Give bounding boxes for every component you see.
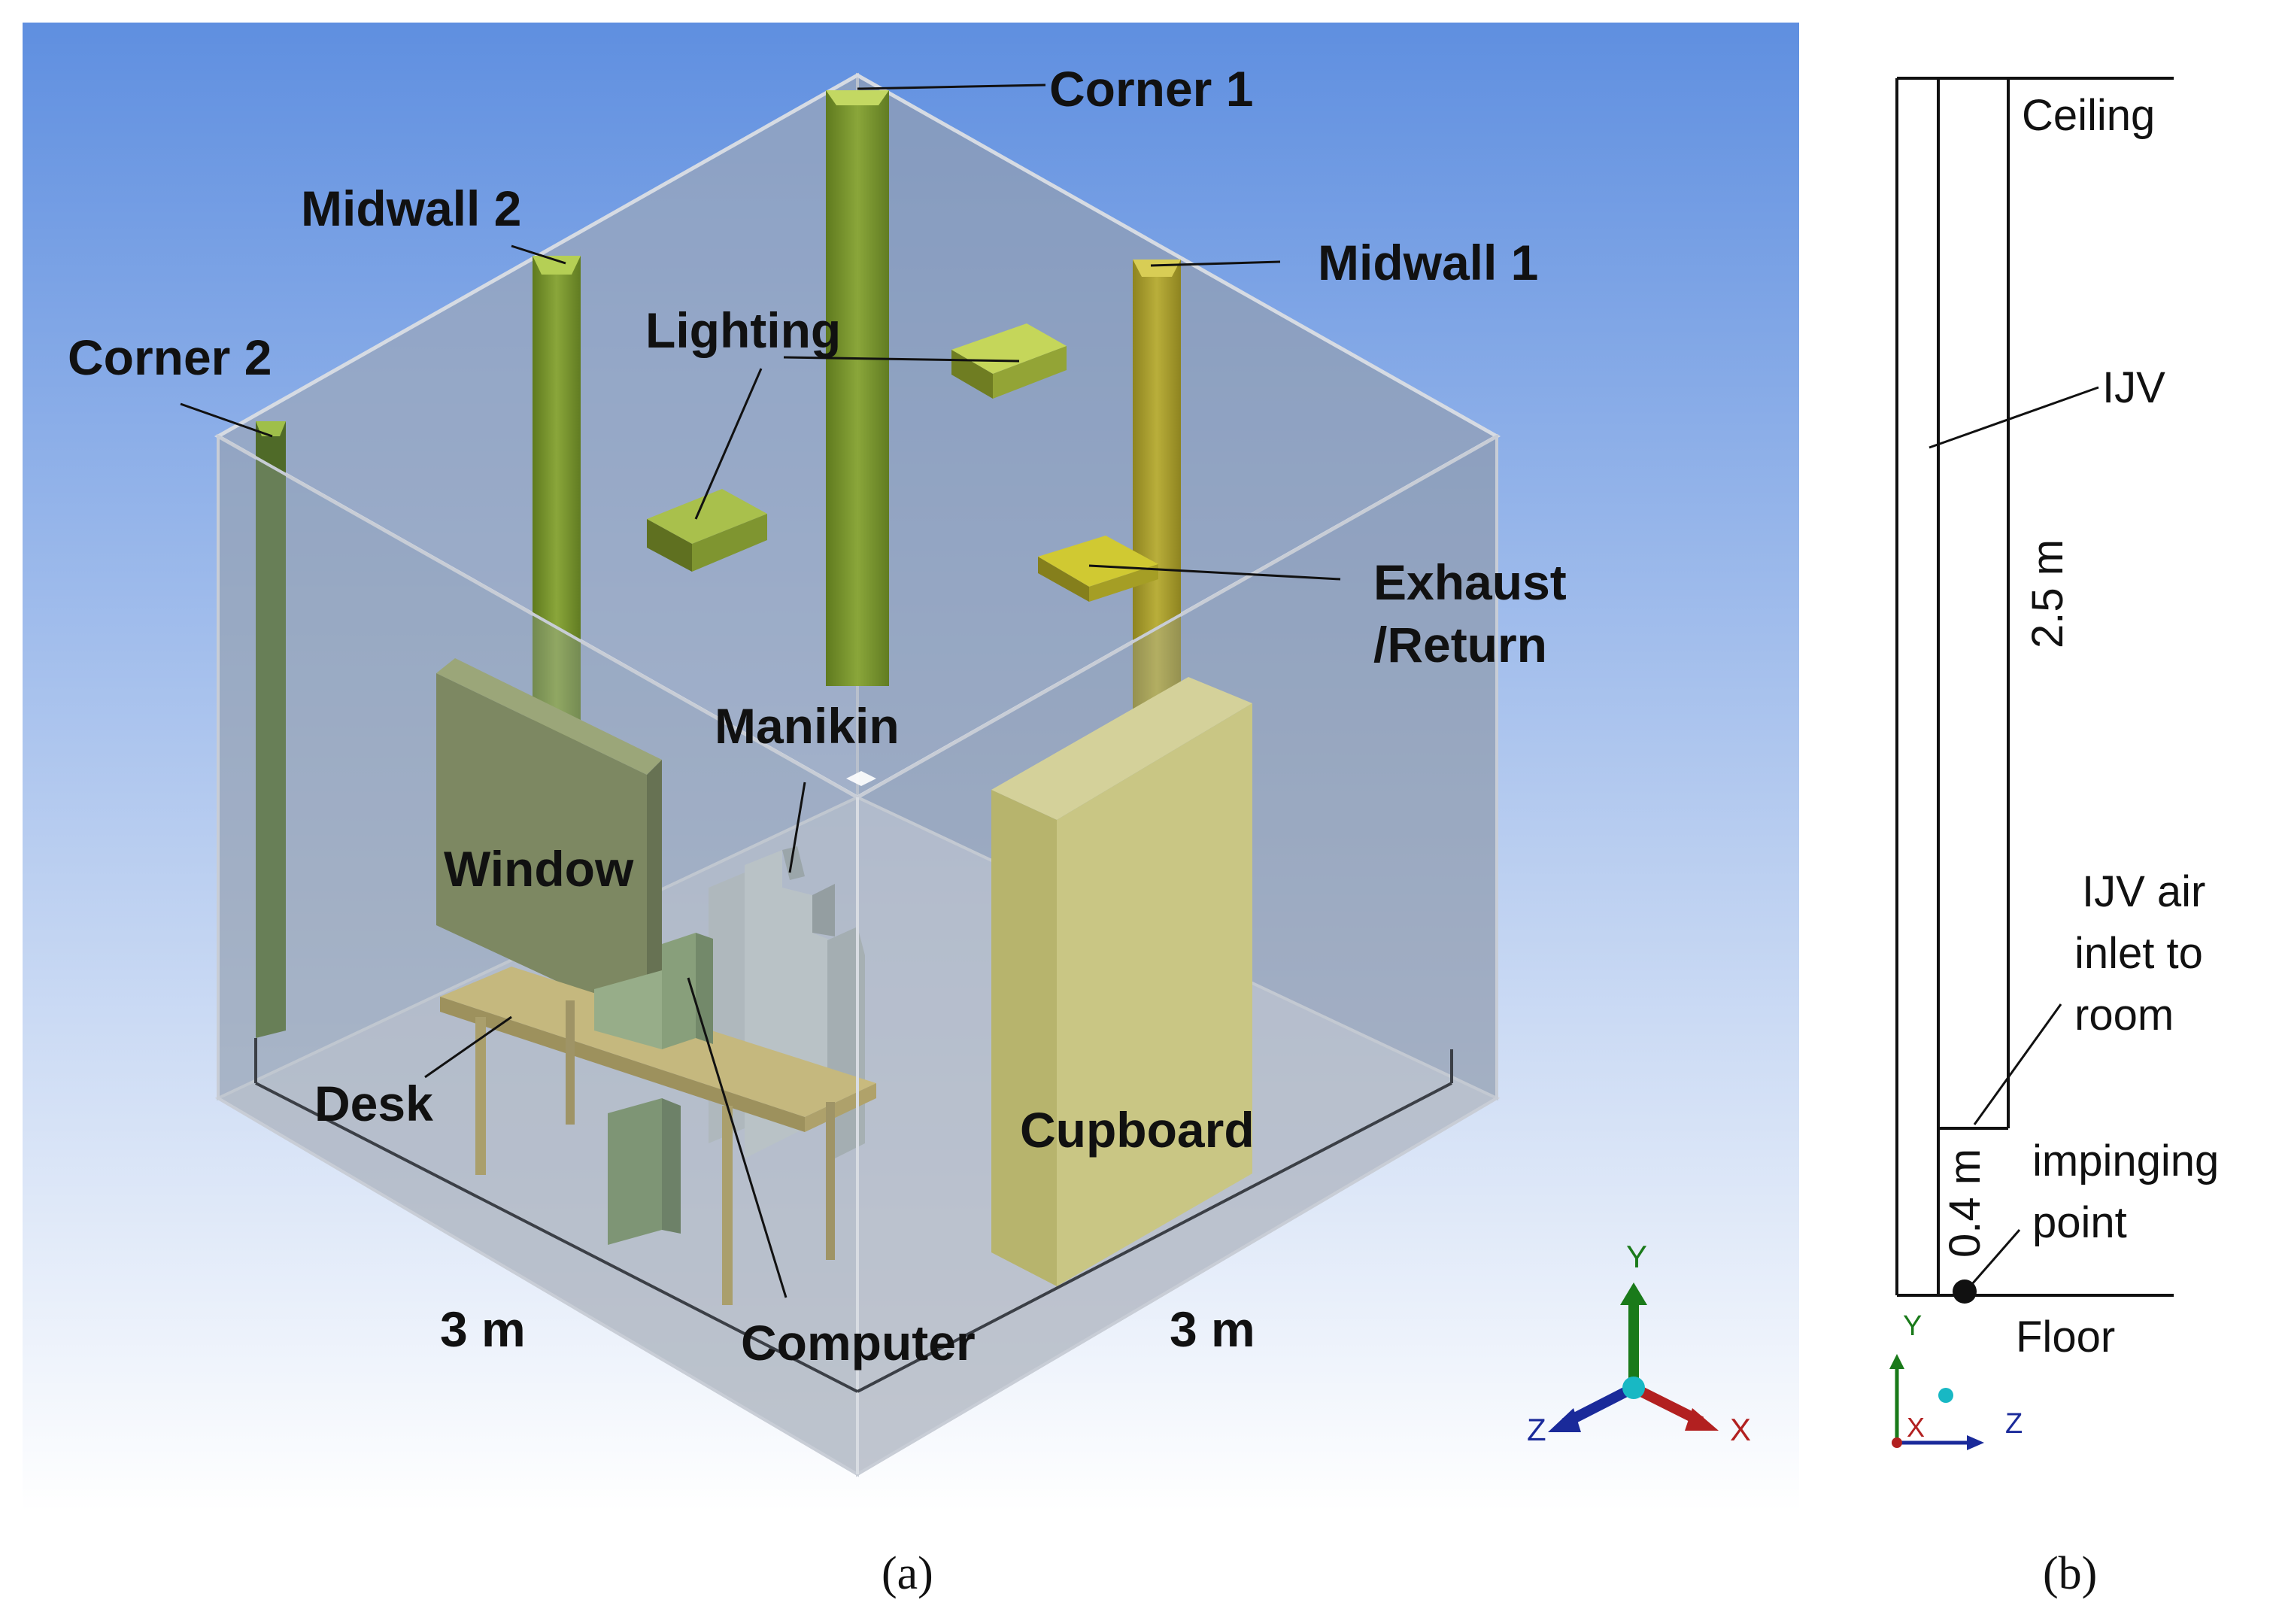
ceiling-center-marker xyxy=(846,771,876,786)
ijv-height-label: 2.5 m xyxy=(2023,539,2072,648)
caption-a: (a) xyxy=(882,1548,933,1599)
ijv-label: IJV xyxy=(2102,363,2165,412)
inlet-label-line1: IJV air xyxy=(2082,867,2205,916)
triad-b-z-label: Z xyxy=(2005,1408,2023,1440)
computer-label: Computer xyxy=(741,1315,976,1371)
caption-b: (b) xyxy=(2043,1548,2097,1599)
panel-a: Corner 1 Midwall 2 Midwall 1 Corner 2 Li… xyxy=(23,23,1799,1599)
impinging-point-marker xyxy=(1953,1279,1977,1304)
cupboard xyxy=(991,677,1252,1286)
exhaust-label-line2: /Return xyxy=(1373,617,1547,672)
floor-label: Floor xyxy=(2016,1313,2115,1361)
leader-lines xyxy=(180,83,1341,1298)
midwall1-label: Midwall 1 xyxy=(1318,235,1538,290)
panel-b: Ceiling IJV 2.5 m IJV air inlet to room … xyxy=(1889,77,2219,1599)
midwall1-column xyxy=(1133,260,1181,745)
room-depth-label: 3 m xyxy=(1170,1301,1255,1357)
desk-label: Desk xyxy=(314,1076,433,1131)
triad-b-y-label: Y xyxy=(1903,1310,1922,1342)
inlet-label-line3: room xyxy=(2074,991,2174,1040)
triad-x-label: X xyxy=(1730,1412,1751,1447)
triad-z-label: Z xyxy=(1527,1412,1546,1447)
inlet-label-line2: inlet to xyxy=(2074,929,2203,978)
manikin-label: Manikin xyxy=(715,698,900,754)
lighting-fixture-left xyxy=(647,489,767,572)
midwall2-column xyxy=(533,256,581,820)
corner1-column xyxy=(826,90,889,686)
inlet-height-label: 0.4 m xyxy=(1941,1149,1989,1258)
panel-b-leaders xyxy=(1929,386,2099,1291)
triad-b-x-label: X xyxy=(1907,1412,1925,1443)
ijv-schematic xyxy=(1895,77,2174,1297)
room-width-label: 3 m xyxy=(440,1301,526,1357)
exhaust-return-vent xyxy=(1038,536,1158,602)
corner2-label: Corner 2 xyxy=(68,329,272,385)
coordinate-triad-b: Y X Z xyxy=(1889,1310,2023,1450)
cupboard-label: Cupboard xyxy=(1020,1102,1255,1158)
room-edge xyxy=(857,1082,1452,1393)
window-panel xyxy=(436,658,662,1023)
corner1-label: Corner 1 xyxy=(1049,61,1253,117)
window-label: Window xyxy=(444,841,634,897)
triad-y-label: Y xyxy=(1626,1239,1647,1274)
coordinate-triad-a: Y Z X xyxy=(1527,1239,1751,1447)
room-edge xyxy=(255,1082,858,1393)
impinging-label-line1: impinging xyxy=(2032,1137,2219,1185)
lighting-label: Lighting xyxy=(645,302,841,358)
midwall2-label: Midwall 2 xyxy=(301,181,521,236)
impinging-label-line2: point xyxy=(2032,1198,2127,1247)
ceiling-label: Ceiling xyxy=(2022,91,2155,140)
exhaust-label-line1: Exhaust xyxy=(1373,554,1567,610)
